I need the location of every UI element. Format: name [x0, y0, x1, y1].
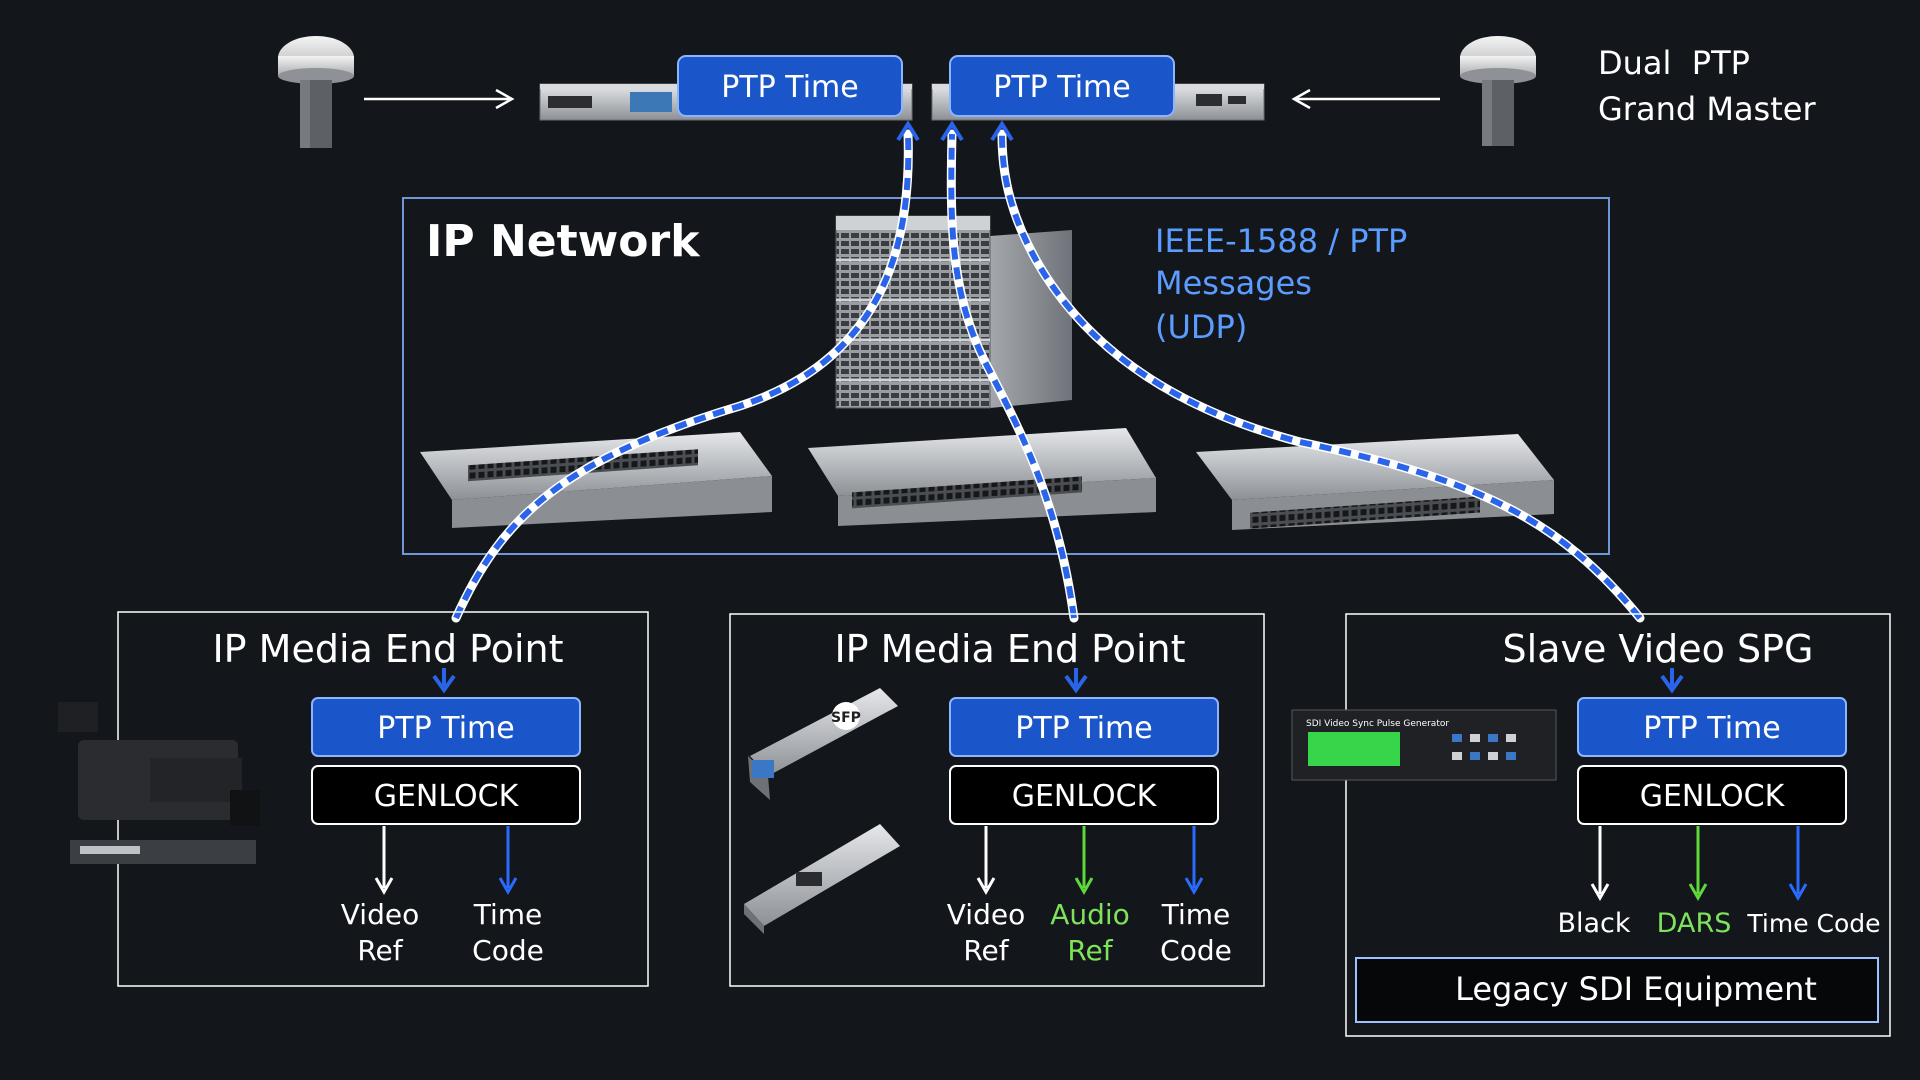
- ptp-time-box-gm-right: PTP Time: [949, 55, 1175, 117]
- grandmaster-label-line1: Dual PTP: [1598, 44, 1750, 82]
- output-label-audio-ref: Audio: [1050, 898, 1130, 931]
- output-label-video-ref: Video: [341, 898, 419, 931]
- endpoint-title: Slave Video SPG: [1503, 627, 1814, 671]
- endpoint-sfp: IP Media End Point SFP PTP Time GENLOCK …: [729, 613, 1265, 987]
- output-label-time-code: Time: [1161, 898, 1231, 931]
- output-label-video-ref: Ref: [357, 934, 403, 967]
- endpoint-slave-spg: Slave Video SPG SDI Video Sync Pulse Gen…: [1291, 613, 1891, 1037]
- gps-antenna-right: [1460, 36, 1536, 146]
- arrowhead-icon: [990, 120, 1014, 142]
- arrowhead-icon: [432, 674, 456, 694]
- ptp-time-label: PTP Time: [721, 70, 858, 105]
- ptp-time-box-gm-left: PTP Time: [677, 55, 903, 117]
- sfp-label: SFP: [831, 710, 861, 726]
- arrowhead-icon: [1660, 674, 1684, 694]
- output-label-black: Black: [1557, 908, 1630, 939]
- output-label-video-ref: Video: [947, 898, 1025, 931]
- ptp-protocol-line3: (UDP): [1155, 308, 1247, 346]
- gps-antenna-left: [278, 36, 354, 148]
- output-label-video-ref: Ref: [963, 934, 1009, 967]
- sfp-module-icon: SFP: [748, 688, 898, 800]
- ptp-time-label: PTP Time: [1015, 711, 1152, 746]
- output-label-dars: DARS: [1657, 908, 1732, 939]
- arrow-left-icon: [1291, 88, 1440, 110]
- genlock-label: GENLOCK: [1640, 779, 1786, 814]
- ip-network-title: IP Network: [426, 216, 701, 267]
- sfp-module-icon: [744, 824, 900, 934]
- legacy-sdi-box: [1355, 957, 1879, 1023]
- ptp-message-paths: [432, 120, 1684, 694]
- output-label-audio-ref: Ref: [1067, 934, 1113, 967]
- ptp-protocol-line1: IEEE-1588 / PTP: [1155, 222, 1407, 260]
- access-switch-right: [1196, 434, 1554, 530]
- ptp-time-label: PTP Time: [377, 711, 514, 746]
- genlock-label: GENLOCK: [1012, 779, 1158, 814]
- arrowhead-icon: [1064, 674, 1088, 694]
- grandmaster-label-line2: Grand Master: [1598, 90, 1816, 128]
- endpoint-title: IP Media End Point: [834, 627, 1185, 671]
- access-switch-center: [808, 428, 1156, 526]
- legacy-sdi-label: Legacy SDI Equipment: [1455, 970, 1817, 1008]
- arrowhead-icon: [896, 120, 920, 142]
- arrow-right-icon: [364, 88, 515, 110]
- spg-device-icon: SDI Video Sync Pulse Generator: [1291, 709, 1557, 781]
- ptp-time-label: PTP Time: [1643, 711, 1780, 746]
- arrowhead-icon: [940, 120, 964, 142]
- camera-icon: [58, 702, 260, 864]
- output-label-time-code: Time: [473, 898, 543, 931]
- spg-device-label: SDI Video Sync Pulse Generator: [1306, 719, 1449, 729]
- output-label-time-code: Code: [472, 934, 544, 967]
- output-label-time-code: Code: [1160, 934, 1232, 967]
- genlock-label: GENLOCK: [374, 779, 520, 814]
- endpoint-title: IP Media End Point: [212, 627, 563, 671]
- access-switch-left: [420, 432, 772, 528]
- endpoint-camera: IP Media End Point PTP Time GENLOCK Vide…: [58, 611, 649, 987]
- ptp-time-label: PTP Time: [993, 70, 1130, 105]
- output-label-time-code: Time Code: [1746, 909, 1880, 938]
- ptp-protocol-line2: Messages: [1155, 264, 1312, 302]
